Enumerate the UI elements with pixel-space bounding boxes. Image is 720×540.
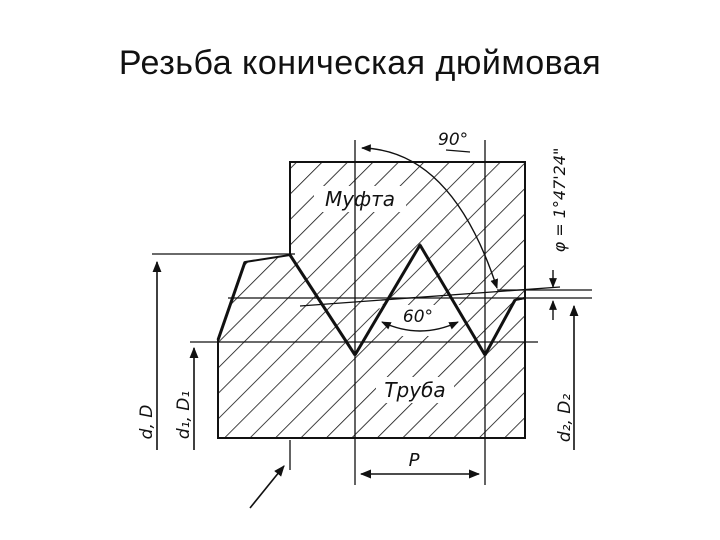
coupling-label: Муфта	[325, 187, 395, 211]
pipe-label-bg	[376, 377, 454, 403]
top-angle-leader	[445, 149, 471, 153]
major-diameter-label: d, D	[137, 405, 157, 440]
pitch-label: P	[409, 450, 420, 471]
profile-angle-arc	[381, 321, 459, 332]
top-angle-arc	[361, 144, 498, 289]
top-angle-label: 90°	[438, 130, 468, 150]
pitch-diameter-label: d₂, D₂	[555, 394, 575, 443]
extension-lines	[152, 253, 592, 343]
slide-title: Резьба коническая дюймовая	[118, 44, 602, 82]
taper-angle-label: φ = 1°47'24"	[550, 148, 569, 253]
minor-diameter-label: d₁, D₁	[174, 391, 194, 439]
pipe-label: Труба	[384, 378, 445, 402]
leader-arrow	[249, 465, 285, 509]
profile-angle-label: 60°	[403, 307, 433, 327]
